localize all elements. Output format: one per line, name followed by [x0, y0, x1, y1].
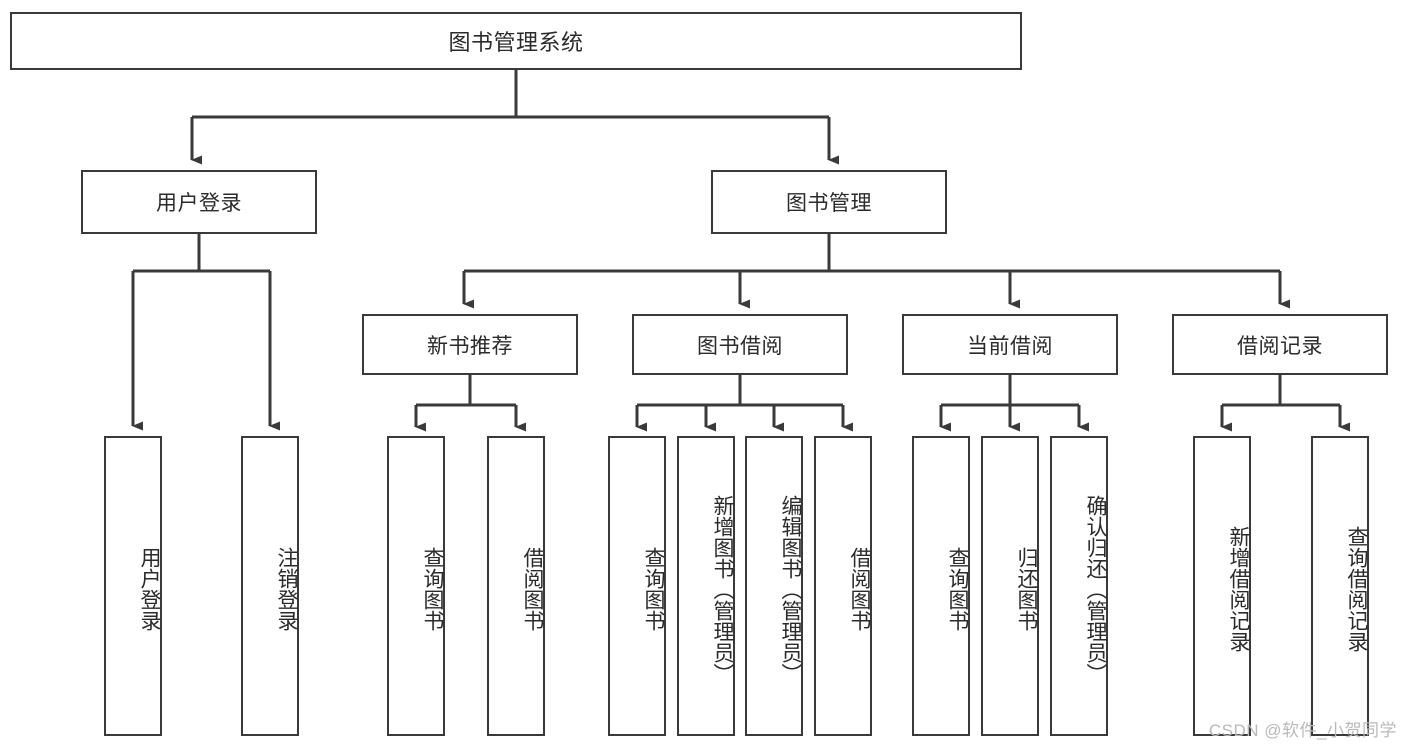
node-label: 用户登录	[156, 192, 242, 215]
node-label: 图书管理系统	[448, 30, 584, 55]
node-leaf-query-book-current[interactable]: 查询图书	[912, 436, 970, 736]
node-borrow-record[interactable]: 借阅记录	[1172, 314, 1388, 375]
node-user-login[interactable]: 用户登录	[81, 170, 317, 234]
node-leaf-user-logout[interactable]: 注销登录	[241, 436, 299, 736]
node-leaf-query-book-borrow[interactable]: 查询图书	[608, 436, 666, 736]
node-new-book-recommend[interactable]: 新书推荐	[362, 314, 578, 375]
node-label: 当前借阅	[967, 334, 1053, 358]
node-leaf-return-book[interactable]: 归还图书	[981, 436, 1039, 736]
node-leaf-borrow-book[interactable]: 借阅图书	[814, 436, 872, 736]
node-label: 确认归还（管理员）	[1084, 494, 1107, 684]
node-book-management[interactable]: 图书管理	[711, 170, 947, 234]
node-label: 用户登录	[138, 547, 161, 631]
node-leaf-edit-book[interactable]: 编辑图书（管理员）	[745, 436, 803, 736]
node-leaf-user-login[interactable]: 用户登录	[104, 436, 162, 736]
node-label: 图书借阅	[697, 334, 783, 358]
node-label: 借阅记录	[1237, 334, 1323, 358]
node-label: 图书管理	[786, 192, 872, 215]
node-label: 借阅图书	[521, 547, 544, 631]
watermark: CSDN @软件_小贺同学	[1208, 721, 1397, 740]
node-label: 新增借阅记录	[1227, 526, 1250, 652]
node-label: 新书推荐	[427, 334, 513, 358]
node-label: 查询借阅记录	[1345, 526, 1368, 652]
node-current-borrow[interactable]: 当前借阅	[902, 314, 1118, 375]
node-leaf-confirm-return[interactable]: 确认归还（管理员）	[1050, 436, 1108, 736]
node-label: 归还图书	[1015, 547, 1038, 631]
node-leaf-query-borrow-record[interactable]: 查询借阅记录	[1311, 436, 1369, 736]
node-label: 查询图书	[421, 547, 444, 631]
node-leaf-query-book-recommend[interactable]: 查询图书	[387, 436, 445, 736]
node-label: 查询图书	[642, 547, 665, 631]
node-label: 查询图书	[946, 547, 969, 631]
node-leaf-borrow-book-recommend[interactable]: 借阅图书	[487, 436, 545, 736]
node-leaf-add-book[interactable]: 新增图书（管理员）	[677, 436, 735, 736]
node-leaf-add-borrow-record[interactable]: 新增借阅记录	[1193, 436, 1251, 736]
node-root[interactable]: 图书管理系统	[10, 12, 1022, 70]
node-label: 编辑图书（管理员）	[779, 494, 802, 684]
node-label: 新增图书（管理员）	[711, 494, 734, 684]
node-book-borrow[interactable]: 图书借阅	[632, 314, 848, 375]
node-label: 注销登录	[275, 547, 298, 631]
node-label: 借阅图书	[848, 547, 871, 631]
